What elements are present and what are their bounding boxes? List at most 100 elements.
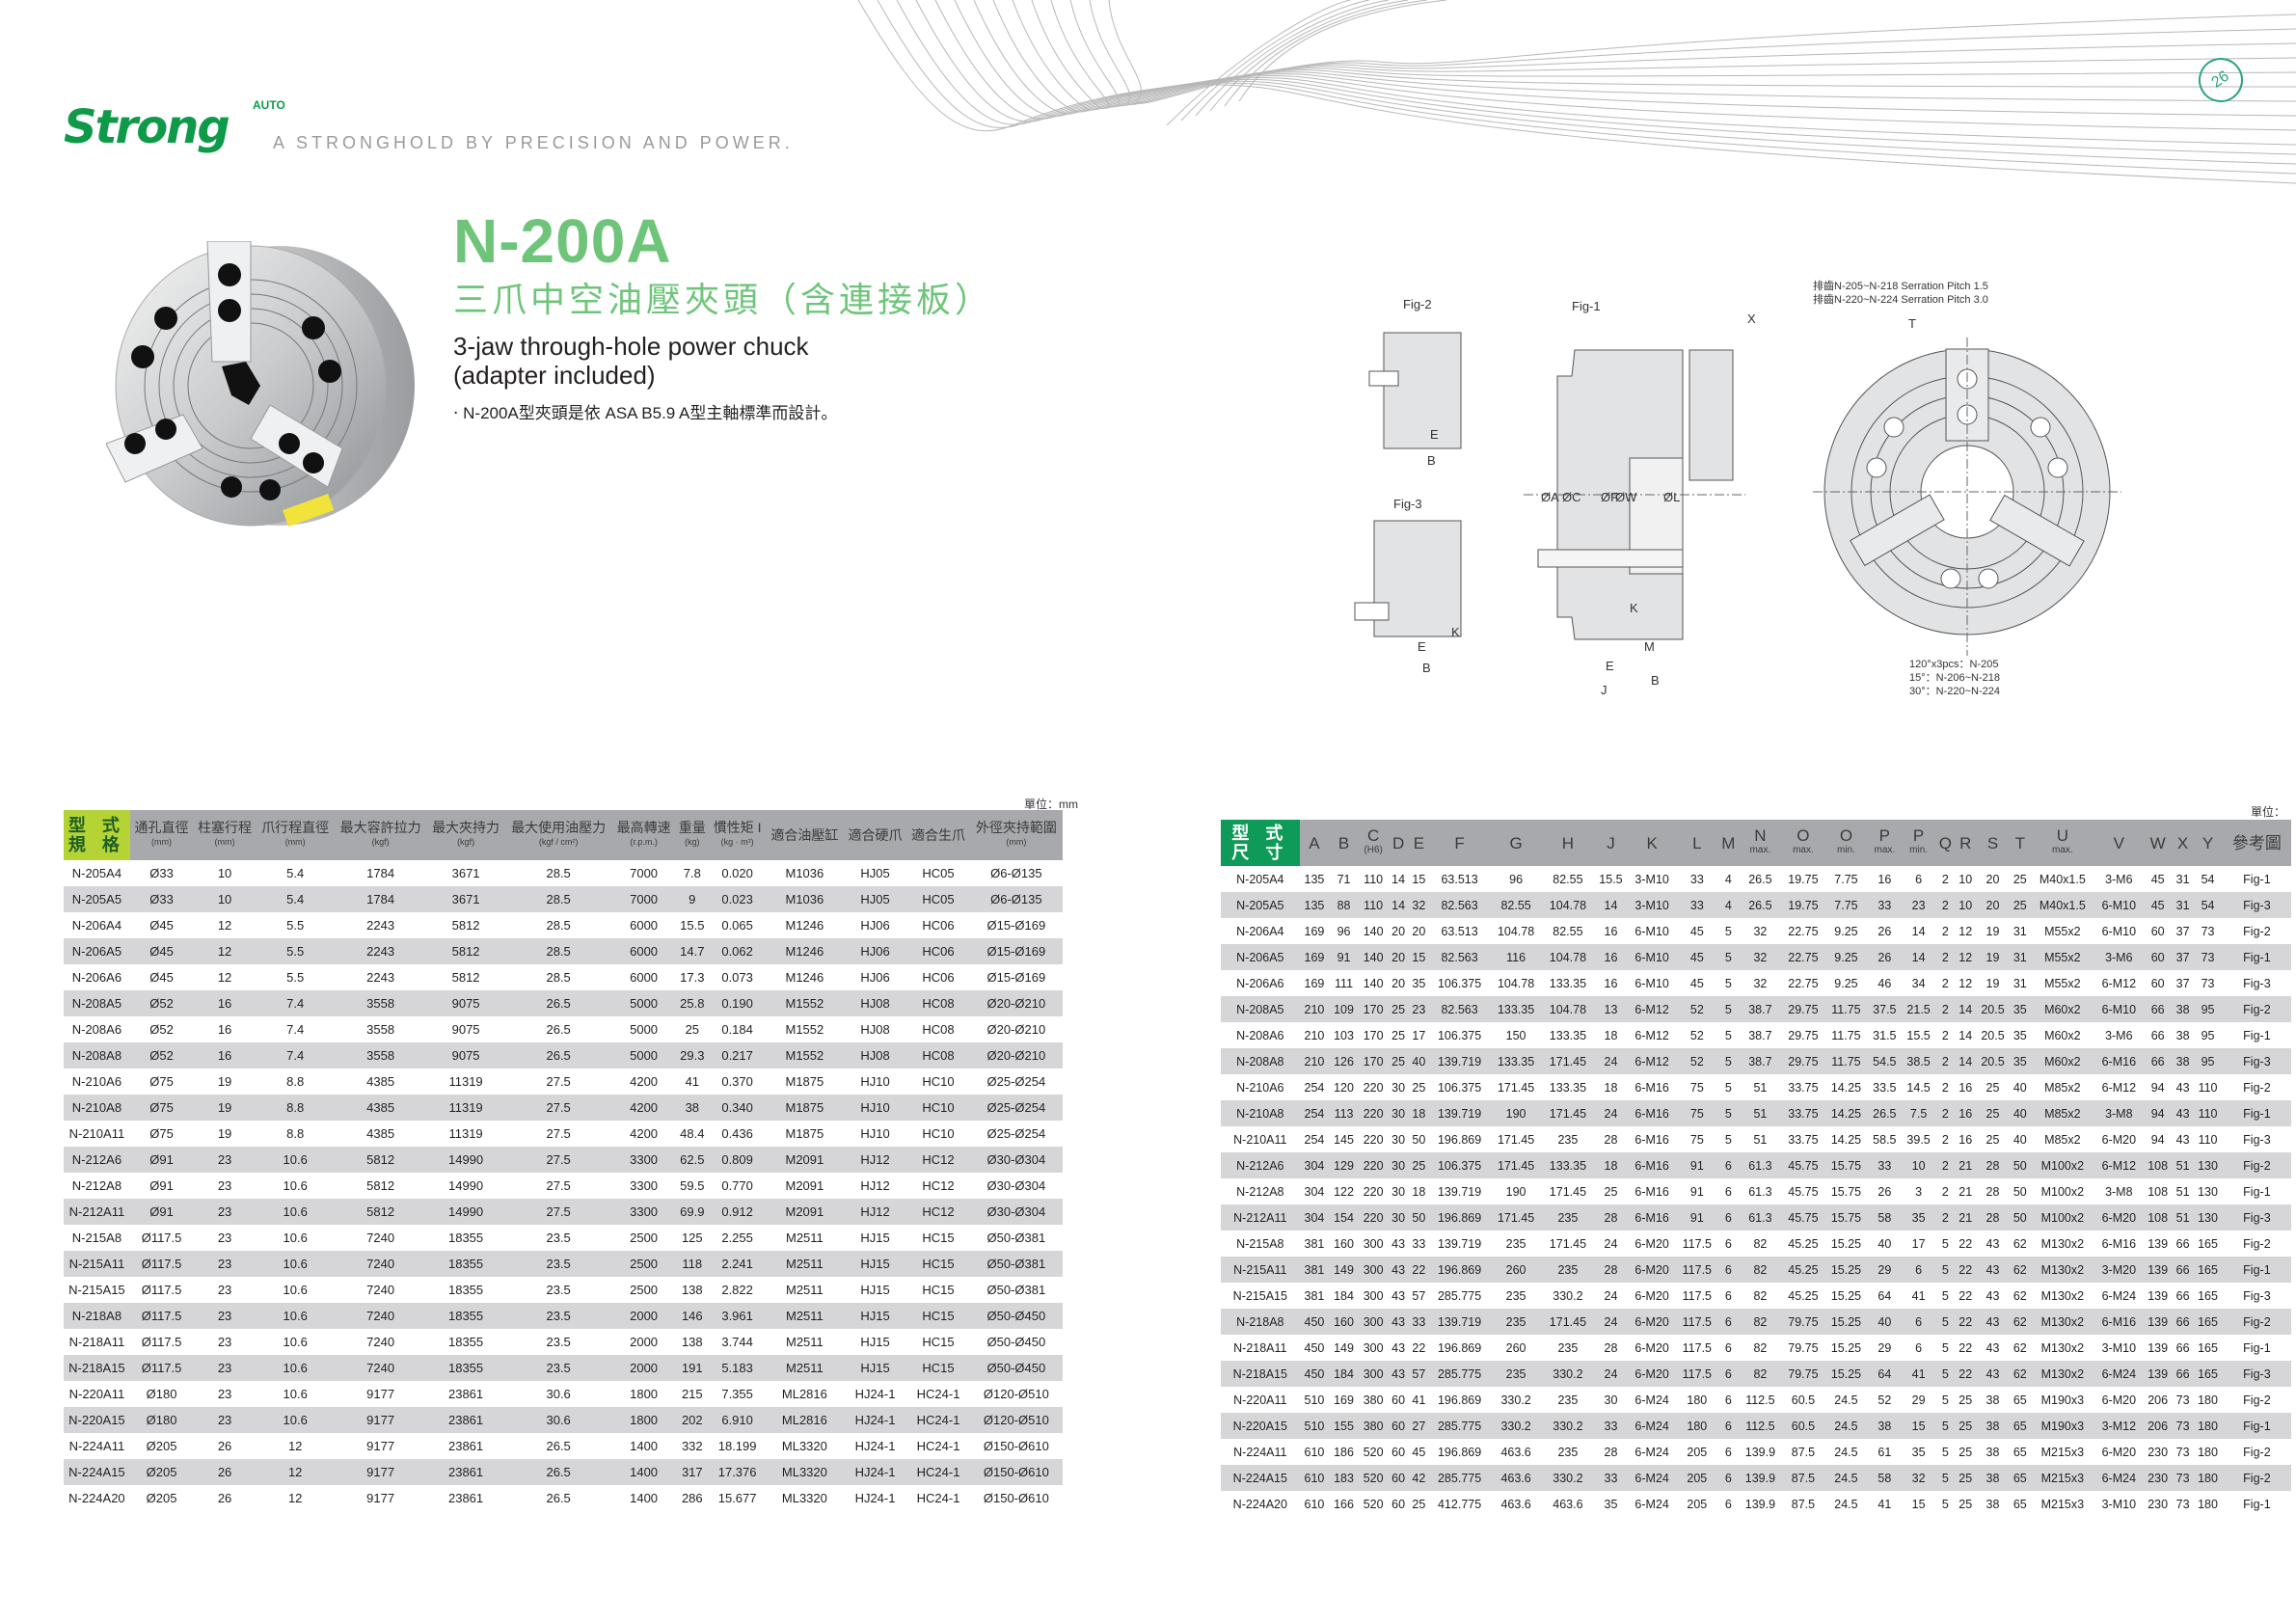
table-cell: 3-M8 (2105, 1184, 2133, 1199)
table-cell: 15 (1911, 1497, 1926, 1511)
table-cell: 110 (1358, 892, 1389, 918)
table-cell: 5812 (334, 1199, 427, 1225)
table-cell: 60 (1391, 1497, 1406, 1511)
table-cell: 30 (1388, 1204, 1409, 1231)
svg-text:Fig-2: Fig-2 (1403, 297, 1432, 311)
table-cell: HC05 (922, 866, 955, 880)
table-cell: 139 (2147, 1236, 2169, 1251)
column-header-unit: min. (1909, 845, 1929, 855)
table-cell: 15.5 (680, 918, 705, 933)
table-cell: Ø50-Ø381 (986, 1231, 1046, 1245)
model-cell: N-212A6 (1221, 1152, 1300, 1178)
table-cell: 0.809 (709, 1147, 766, 1173)
table-cell: 33.75 (1788, 1132, 1819, 1147)
table-cell: 60.5 (1781, 1413, 1825, 1439)
table-cell: 381 (1304, 1236, 1325, 1251)
table-cell: 24 (1593, 1309, 1629, 1335)
table-cell: 54 (2193, 892, 2223, 918)
table-cell: 46 (1877, 976, 1892, 990)
table-cell: 450 (1299, 1309, 1330, 1335)
table-cell: 26.5 (504, 1042, 612, 1068)
table-cell: 610 (1304, 1445, 1325, 1459)
table-cell: 104.78 (1542, 996, 1594, 1022)
table-cell: 16 (1877, 872, 1892, 886)
table-cell: 112.5 (1745, 1393, 1775, 1407)
table-cell: 104.78 (1542, 944, 1594, 970)
table-cell: 24.5 (1834, 1393, 1858, 1407)
table-cell: 126 (1329, 1048, 1359, 1074)
table-cell: M1552 (765, 1042, 844, 1068)
table-cell: 10.6 (256, 1355, 335, 1381)
table-cell: 2500 (630, 1283, 659, 1297)
table-cell: M40x1.5 (2039, 872, 2086, 886)
table-cell: Fig-1 (2243, 1028, 2271, 1042)
table-cell: 82.55 (1553, 872, 1583, 886)
table-cell: 32 (1901, 1465, 1936, 1491)
table-cell: 30 (1604, 1393, 1618, 1407)
table-cell: Ø30-Ø304 (969, 1147, 1063, 1173)
table-cell: 160 (1334, 1236, 1354, 1251)
column-header: 重量(kg) (675, 810, 710, 860)
table-cell: 14 (1593, 892, 1629, 918)
table-cell: 169 (1299, 944, 1330, 970)
table-cell: 6 (1724, 1393, 1732, 1407)
table-cell: 45 (2143, 892, 2173, 918)
table-cell: 33 (1867, 1152, 1902, 1178)
table-cell: M215x3 (2030, 1465, 2095, 1491)
model-cell: N-218A11 (1233, 1340, 1287, 1355)
table-cell: HJ12 (843, 1199, 907, 1225)
table-cell: 14 (1911, 924, 1926, 938)
column-header-label: 通孔直徑 (134, 820, 189, 835)
table-cell: 18 (1593, 1152, 1629, 1178)
table-cell: 6-M20 (2101, 1132, 2137, 1147)
table-cell: Ø52 (149, 1022, 174, 1037)
table-cell: 117.5 (1676, 1361, 1718, 1387)
table-cell: 35 (2010, 996, 2031, 1022)
table-cell: 5 (1724, 1132, 1732, 1147)
table-cell: 117.5 (1676, 1309, 1718, 1335)
table-cell: HJ15 (860, 1335, 890, 1349)
table-cell: 139.719 (1429, 1048, 1491, 1074)
table-cell: 94 (2150, 1080, 2165, 1095)
svg-text:E: E (1418, 639, 1426, 654)
table-cell: 210 (1299, 1048, 1330, 1074)
table-cell: 3-M10 (1628, 892, 1677, 918)
table-cell: 26.5 (1867, 1100, 1902, 1126)
table-cell: 26.5 (546, 1439, 571, 1453)
table-cell: 235 (1505, 1236, 1526, 1251)
table-cell: 64 (1877, 1288, 1892, 1303)
table-cell: HJ15 (860, 1231, 890, 1245)
table-cell: 66 (2172, 1309, 2194, 1335)
table-cell: 71 (1337, 872, 1351, 886)
model-cell: N-206A6 (71, 970, 122, 985)
table-cell: 15.5 (1599, 872, 1623, 886)
table-cell: 63.513 (1441, 924, 1478, 938)
table-cell: 29.75 (1788, 1028, 1819, 1042)
table-cell: 15 (1412, 872, 1426, 886)
column-header-label: 慣性矩 I (713, 820, 762, 835)
table-cell: 610 (1304, 1497, 1325, 1511)
table-cell: 66 (2172, 1361, 2194, 1387)
table-cell: Ø50-Ø450 (969, 1355, 1063, 1381)
table-cell: 14.25 (1830, 1080, 1862, 1095)
table-cell: 22.75 (1788, 924, 1819, 938)
table-cell: 20.5 (1975, 996, 2011, 1022)
table-cell: 22 (1955, 1361, 1976, 1387)
table-cell: Ø50-Ø381 (969, 1251, 1063, 1277)
table-cell: HJ12 (843, 1147, 907, 1173)
table-cell: 117.5 (1682, 1288, 1713, 1303)
table-cell: 4 (1724, 872, 1732, 886)
table-cell: 60 (1388, 1413, 1409, 1439)
table-cell: HJ10 (860, 1074, 890, 1089)
table-cell: 2500 (630, 1231, 659, 1245)
table-cell: 171.45 (1549, 1236, 1587, 1251)
table-cell: 23 (217, 1387, 232, 1401)
table-cell: 82.563 (1429, 944, 1491, 970)
table-cell: 16 (1958, 1132, 1973, 1147)
table-cell: 7.8 (683, 866, 701, 880)
table-cell: 20.5 (1981, 1028, 2005, 1042)
